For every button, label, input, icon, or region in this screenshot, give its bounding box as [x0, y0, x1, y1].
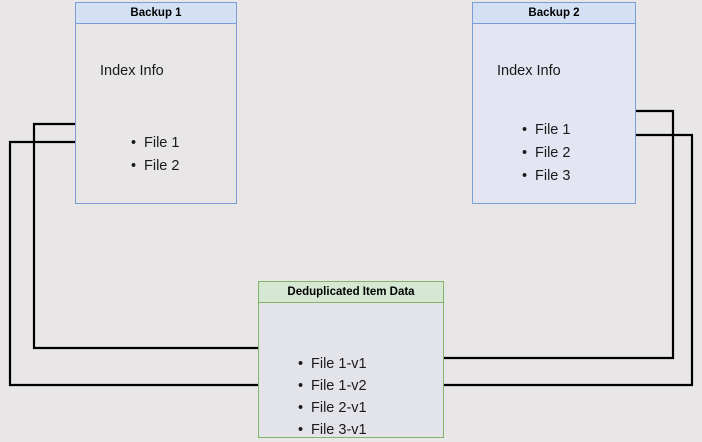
backup-2-index-label: Index Info [497, 63, 561, 79]
list-item[interactable]: File 2 [522, 142, 571, 165]
list-item[interactable]: File 1-v1 [298, 353, 367, 375]
backup-2-node[interactable]: Backup 2 Index Info File 1 File 2 File 3 [472, 2, 636, 204]
deduplicated-item-data-node[interactable]: Deduplicated Item Data File 1-v1 File 1-… [258, 281, 444, 441]
backup-2-title: Backup 2 [473, 3, 635, 24]
list-item[interactable]: File 1 [522, 119, 571, 142]
list-item[interactable]: File 1-v2 [298, 375, 367, 397]
backup-1-index-label: Index Info [100, 63, 164, 79]
list-item[interactable]: File 2-v1 [298, 397, 367, 419]
list-item[interactable]: File 3-v1 [298, 419, 367, 441]
list-item[interactable]: File 1 [131, 132, 180, 155]
list-item[interactable]: File 3 [522, 165, 571, 188]
dedup-body: File 1-v1 File 1-v2 File 2-v1 File 3-v1 [259, 303, 443, 441]
connector-backup1-file2-to-file2v1 [8, 140, 299, 393]
backup-1-title: Backup 1 [76, 3, 236, 24]
backup-2-file-list: File 1 File 2 File 3 [519, 119, 571, 188]
list-item[interactable]: File 2 [131, 155, 180, 178]
backup-1-body: Index Info File 1 File 2 [76, 24, 236, 203]
backup-1-file-list: File 1 File 2 [128, 132, 180, 178]
dedup-item-list: File 1-v1 File 1-v2 File 2-v1 File 3-v1 [295, 353, 367, 441]
connector-backup2-file2-to-file2v1 [389, 133, 694, 393]
backup-2-body: Index Info File 1 File 2 File 3 [473, 24, 635, 203]
backup-1-node[interactable]: Backup 1 Index Info File 1 File 2 [75, 2, 237, 204]
dedup-title: Deduplicated Item Data [259, 282, 443, 303]
